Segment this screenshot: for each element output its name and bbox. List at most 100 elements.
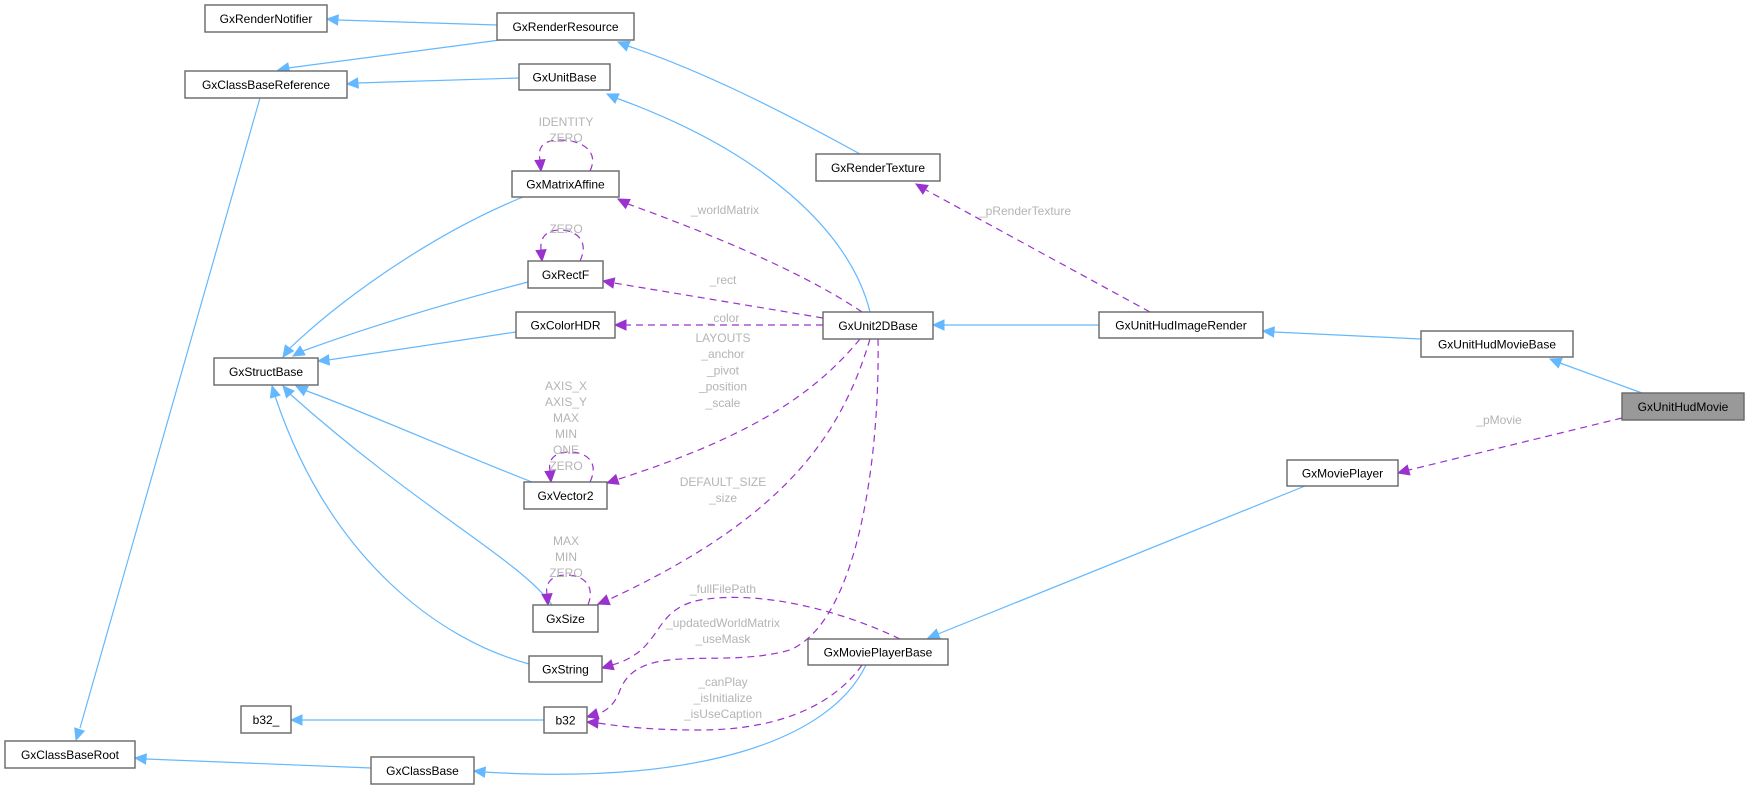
node-box[interactable] <box>204 4 328 33</box>
arrowhead-icon <box>914 183 929 195</box>
arrowhead-icon <box>585 708 600 720</box>
edge-line <box>607 338 871 601</box>
arrowhead-icon <box>1548 357 1563 369</box>
edge-label: _pRenderTexture <box>978 204 1071 218</box>
arrowhead-icon <box>269 384 281 399</box>
class-node-gxcolorhdr[interactable]: GxColorHDR <box>515 311 616 339</box>
arrowhead-icon <box>1261 326 1275 338</box>
node-box[interactable] <box>184 70 348 99</box>
class-node-gxrectf[interactable]: GxRectF <box>527 260 604 289</box>
node-label: GxMoviePlayer <box>1302 467 1383 481</box>
arrowhead-icon <box>133 753 147 765</box>
class-node-gxunithudimagerender[interactable]: GxUnitHudImageRender <box>1098 311 1264 339</box>
member-edge-gxsize-to-gxsize <box>541 574 591 607</box>
class-node-gxvector2[interactable]: GxVector2 <box>523 481 608 510</box>
edge-label: DEFAULT_SIZE <box>680 475 766 489</box>
node-label: b32 <box>555 714 575 728</box>
class-node-gxsize[interactable]: GxSize <box>532 604 599 633</box>
class-node-b32[interactable]: b32 <box>543 706 588 734</box>
member-edge-gxunit2dbase-to-gxvector2 <box>605 338 861 485</box>
node-box[interactable] <box>213 357 319 386</box>
node-box[interactable] <box>532 604 599 633</box>
edge-line <box>937 485 1306 635</box>
class-node-b32-[interactable]: b32_ <box>240 705 292 734</box>
edge-label: IDENTITY <box>539 115 594 129</box>
node-box[interactable] <box>1098 311 1264 339</box>
node-label: GxUnitHudImageRender <box>1115 319 1246 333</box>
node-box[interactable] <box>523 481 608 510</box>
node-box[interactable] <box>527 260 604 289</box>
edge-line <box>337 19 498 26</box>
node-box[interactable] <box>807 638 949 666</box>
edge-line <box>596 338 879 715</box>
edge-line <box>274 395 530 665</box>
node-label: GxString <box>542 663 589 677</box>
node-box[interactable] <box>528 655 603 683</box>
arrowhead-icon <box>1396 464 1411 476</box>
class-node-gxstring[interactable]: GxString <box>528 655 603 683</box>
edge-line <box>615 97 871 313</box>
edge-line <box>538 139 594 172</box>
node-label: GxRectF <box>542 268 589 282</box>
member-edge-gxunit2dbase-to-gxmatrixaffine <box>616 198 863 313</box>
node-label: GxVector2 <box>537 489 593 503</box>
class-node-gxunithudmovie[interactable]: GxUnitHudMovie <box>1621 392 1745 421</box>
node-box[interactable] <box>518 63 611 91</box>
node-box[interactable] <box>515 311 616 339</box>
class-node-gxclassbaseroot[interactable]: GxClassBaseRoot <box>4 740 136 769</box>
edge-label: _useMask <box>695 632 752 646</box>
member-edge-gxvector2-to-gxvector2 <box>544 451 594 484</box>
class-node-gxrenderresource[interactable]: GxRenderResource <box>496 12 635 41</box>
node-box[interactable] <box>1420 330 1574 358</box>
arrowhead-icon <box>289 714 303 726</box>
inheritance-edge-gxunithudmoviebase-to-gxunithudimagerender <box>1261 326 1422 340</box>
arrowhead-icon <box>605 93 620 104</box>
edge-label: MAX <box>553 534 579 548</box>
class-node-gxmovieplayer[interactable]: GxMoviePlayer <box>1286 459 1399 487</box>
arrowhead-icon <box>316 354 331 366</box>
edge-line <box>299 281 529 353</box>
node-label: GxClassBaseRoot <box>21 748 120 762</box>
class-node-gxmatrixaffine[interactable]: GxMatrixAffine <box>511 170 620 198</box>
node-box[interactable] <box>1286 459 1399 487</box>
class-node-gxstructbase[interactable]: GxStructBase <box>213 357 319 386</box>
class-node-gxclassbasereference[interactable]: GxClassBaseReference <box>184 70 348 99</box>
node-box[interactable] <box>370 756 475 785</box>
class-node-gxrendernotifier[interactable]: GxRenderNotifier <box>204 4 328 33</box>
node-label: GxRenderResource <box>512 20 618 34</box>
class-node-gxmovieplayerbase[interactable]: GxMoviePlayerBase <box>807 638 949 666</box>
class-node-gxclassbase[interactable]: GxClassBase <box>370 756 475 785</box>
edge-label: _pMovie <box>1475 413 1522 427</box>
class-node-gxunitbase[interactable]: GxUnitBase <box>518 63 611 91</box>
node-label: GxUnitHudMovie <box>1638 400 1729 414</box>
node-box[interactable] <box>1621 392 1745 421</box>
edge-label: AXIS_Y <box>545 395 587 409</box>
class-node-gxunit2dbase[interactable]: GxUnit2DBase <box>822 311 934 340</box>
edge-line <box>289 393 553 606</box>
arrowhead-icon <box>294 385 309 397</box>
arrowhead-icon <box>931 319 945 331</box>
member-edge-gxrectf-to-gxrectf <box>535 229 584 263</box>
arrowhead-icon <box>535 249 547 263</box>
node-label: GxUnit2DBase <box>838 319 918 333</box>
class-node-gxunithudmoviebase[interactable]: GxUnitHudMovieBase <box>1420 330 1574 358</box>
node-box[interactable] <box>543 706 588 734</box>
inheritance-edge-gxunitbase-to-gxclassbasereference <box>345 77 520 89</box>
arrowhead-icon <box>325 14 339 26</box>
inheritance-edge-gxrenderresource-to-gxclassbasereference <box>276 39 501 74</box>
inheritance-edge-gxunithudimagerender-to-gxunit2dbase <box>931 319 1099 331</box>
arrowhead-icon <box>291 345 306 357</box>
arrowhead-icon <box>74 727 86 742</box>
node-box[interactable] <box>511 170 620 198</box>
member-edge-gxunit2dbase-to-b32 <box>585 338 879 720</box>
node-box[interactable] <box>822 311 934 340</box>
node-box[interactable] <box>815 153 941 182</box>
node-box[interactable] <box>496 12 635 41</box>
node-box[interactable] <box>240 705 292 734</box>
edge-line <box>287 196 524 351</box>
inheritance-edge-gxmovieplayerbase-to-gxclassbase <box>472 664 867 778</box>
arrowhead-icon <box>926 628 941 640</box>
edge-line <box>597 664 863 731</box>
node-box[interactable] <box>4 740 136 769</box>
class-node-gxrendertexture[interactable]: GxRenderTexture <box>815 153 941 182</box>
